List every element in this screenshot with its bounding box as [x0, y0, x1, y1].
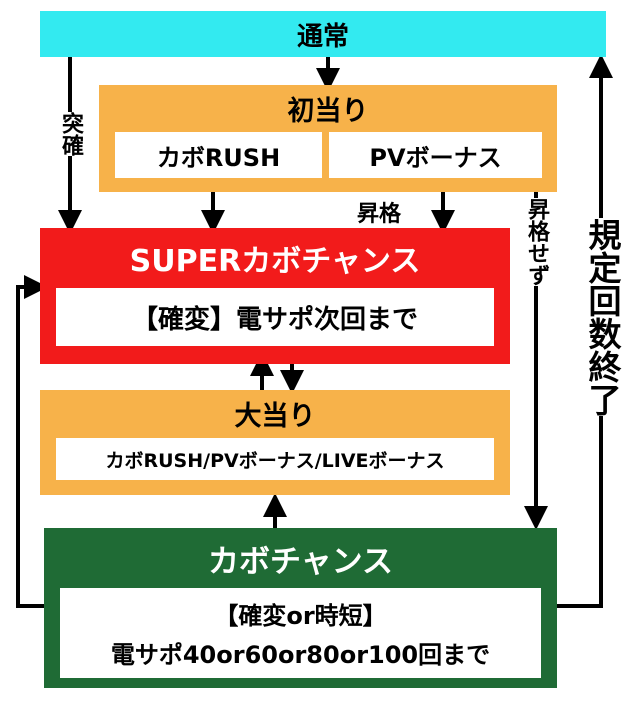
node-super-desc: 【確変】電サポ次回まで [56, 288, 494, 346]
node-first-hit: 初当り カボRUSH PVボーナス [99, 85, 557, 192]
node-chance: カボチャンス 【確変or時短】 電サポ40or60or80or100回まで [44, 528, 557, 688]
node-normal: 通常 [40, 11, 606, 57]
first-hit-option-pvbonus: PVボーナス [329, 132, 542, 178]
node-chance-desc: 【確変or時短】 電サポ40or60or80or100回まで [60, 588, 541, 678]
node-chance-label: カボチャンス [207, 544, 394, 580]
node-super-label: SUPERカボチャンス [129, 244, 421, 279]
arrow-chance-loop-to-super [16, 275, 48, 608]
node-big-hit: 大当り カボRUSH/PVボーナス/LIVEボーナス [40, 390, 510, 495]
node-big-hit-desc: カボRUSH/PVボーナス/LIVEボーナス [56, 438, 494, 480]
first-hit-option-kaborush-label: カボRUSH [156, 143, 281, 172]
first-hit-option-pvbonus-label: PVボーナス [369, 143, 502, 172]
node-super-desc-text: 【確変】電サポ次回まで [131, 304, 418, 335]
node-first-hit-label: 初当り [287, 96, 369, 127]
node-super: SUPERカボチャンス 【確変】電サポ次回まで [40, 228, 510, 364]
edge-label-no-promote: 昇格せず [519, 198, 553, 286]
node-chance-desc-line2: 電サポ40or60or80or100回まで [110, 641, 491, 669]
node-big-hit-label: 大当り [234, 401, 316, 432]
edge-label-promote: 昇格 [357, 202, 402, 227]
edge-label-sudden: 突確 [58, 112, 83, 156]
node-chance-desc-line1: 【確変or時短】 [214, 602, 387, 630]
node-normal-label: 通常 [296, 21, 349, 52]
edge-label-limit-end: 規定回数終了 [583, 218, 622, 416]
first-hit-option-kaborush: カボRUSH [115, 132, 322, 178]
node-big-hit-desc-text: カボRUSH/PVボーナス/LIVEボーナス [105, 449, 445, 472]
